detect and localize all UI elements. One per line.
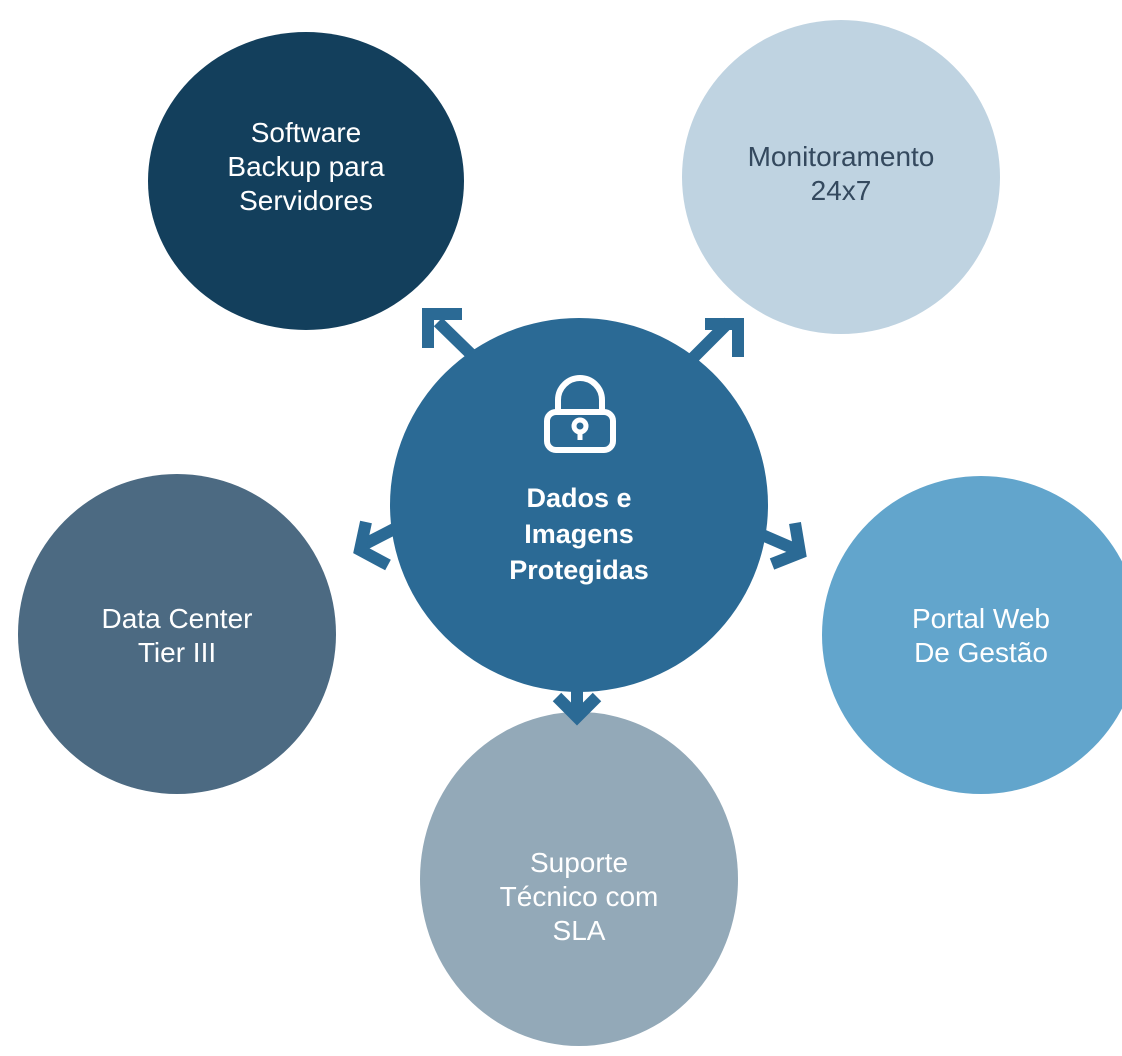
arrow-to-monitor (685, 317, 744, 366)
center-label: Dados e Imagens Protegidas (509, 483, 649, 585)
node-circle-portal (822, 476, 1122, 794)
node-label-software: Software Backup para Servidores (227, 117, 385, 216)
node-circle-software (148, 32, 464, 330)
node-circle-datacenter (18, 474, 336, 794)
node-label-portal: Portal Web De Gestão (912, 603, 1050, 668)
lock-icon (544, 375, 616, 453)
node-circle-suporte (420, 712, 738, 1046)
arrow-to-portal (757, 522, 807, 570)
node-label-monitor: Monitoramento 24x7 (747, 141, 935, 206)
node-label-suporte: Suporte Técnico com SLA (499, 847, 659, 946)
node-circle-monitor (682, 20, 1000, 334)
node-label-datacenter: Data Center Tier III (101, 603, 253, 668)
